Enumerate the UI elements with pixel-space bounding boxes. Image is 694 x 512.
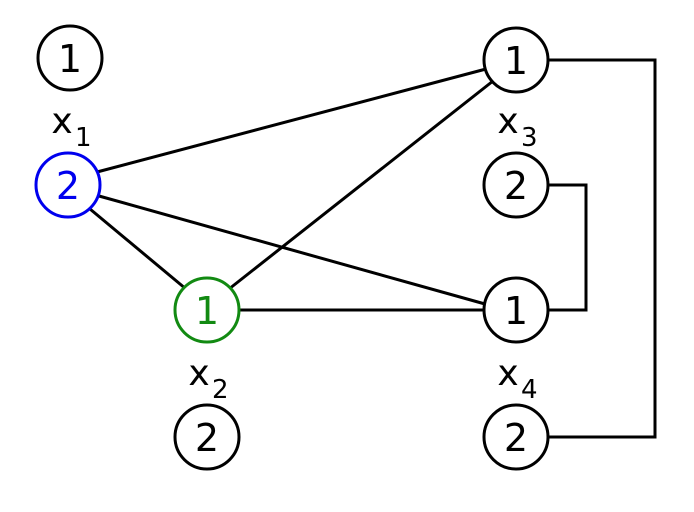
node-value-text: 1: [504, 39, 528, 83]
node-x2-value-1[interactable]: 1: [173, 276, 241, 344]
node-value-text: 1: [504, 289, 528, 333]
variable-label-subscript: 1: [75, 123, 92, 153]
node-circle[interactable]: [34, 151, 102, 219]
edge-x1_n2-to-x4_n1: [98, 194, 486, 306]
edge-x1_n2-to-x3_n1: [96, 67, 487, 174]
node-x1-value-2[interactable]: 2: [34, 151, 102, 219]
variable-label-base: x: [497, 101, 518, 142]
node-circle[interactable]: [482, 403, 550, 471]
variable-label-base: x: [497, 353, 518, 394]
node-value-text: 1: [58, 37, 82, 81]
edge-x1_n2-to-x2_n1: [89, 207, 187, 291]
node-circle[interactable]: [482, 276, 550, 344]
variable-label-base: x: [51, 101, 72, 142]
node-x3-value-1[interactable]: 1: [482, 26, 550, 94]
node-circle[interactable]: [36, 24, 104, 92]
node-circle[interactable]: [482, 151, 550, 219]
variable-label-subscript: 4: [521, 375, 538, 405]
node-value-text: 2: [504, 164, 528, 208]
node-circle[interactable]: [173, 276, 241, 344]
node-x3-value-2[interactable]: 2: [482, 151, 550, 219]
edges-layer: [89, 58, 657, 439]
node-x2-value-2[interactable]: 2: [173, 403, 241, 471]
edge-x2_n1-to-x3_n1: [228, 79, 494, 291]
variable-label-base: x: [188, 353, 209, 394]
edge-x3_n2-to-x4_n1: [548, 183, 588, 312]
node-circle[interactable]: [482, 26, 550, 94]
node-value-text: 2: [56, 164, 80, 208]
variable-label-subscript: 3: [521, 123, 538, 153]
edge-x3_n1-to-x4_n2: [548, 58, 657, 439]
node-x4-value-1[interactable]: 1: [482, 276, 550, 344]
node-x1-value-1[interactable]: 1: [36, 24, 104, 92]
variable-label-subscript: 2: [212, 375, 229, 405]
node-value-text: 2: [504, 416, 528, 460]
node-circle[interactable]: [173, 403, 241, 471]
nodes-layer: 1 2 1 2 1 2 1 2: [34, 24, 550, 471]
node-value-text: 2: [195, 416, 219, 460]
node-value-text: 1: [195, 289, 219, 333]
node-x4-value-2[interactable]: 2: [482, 403, 550, 471]
